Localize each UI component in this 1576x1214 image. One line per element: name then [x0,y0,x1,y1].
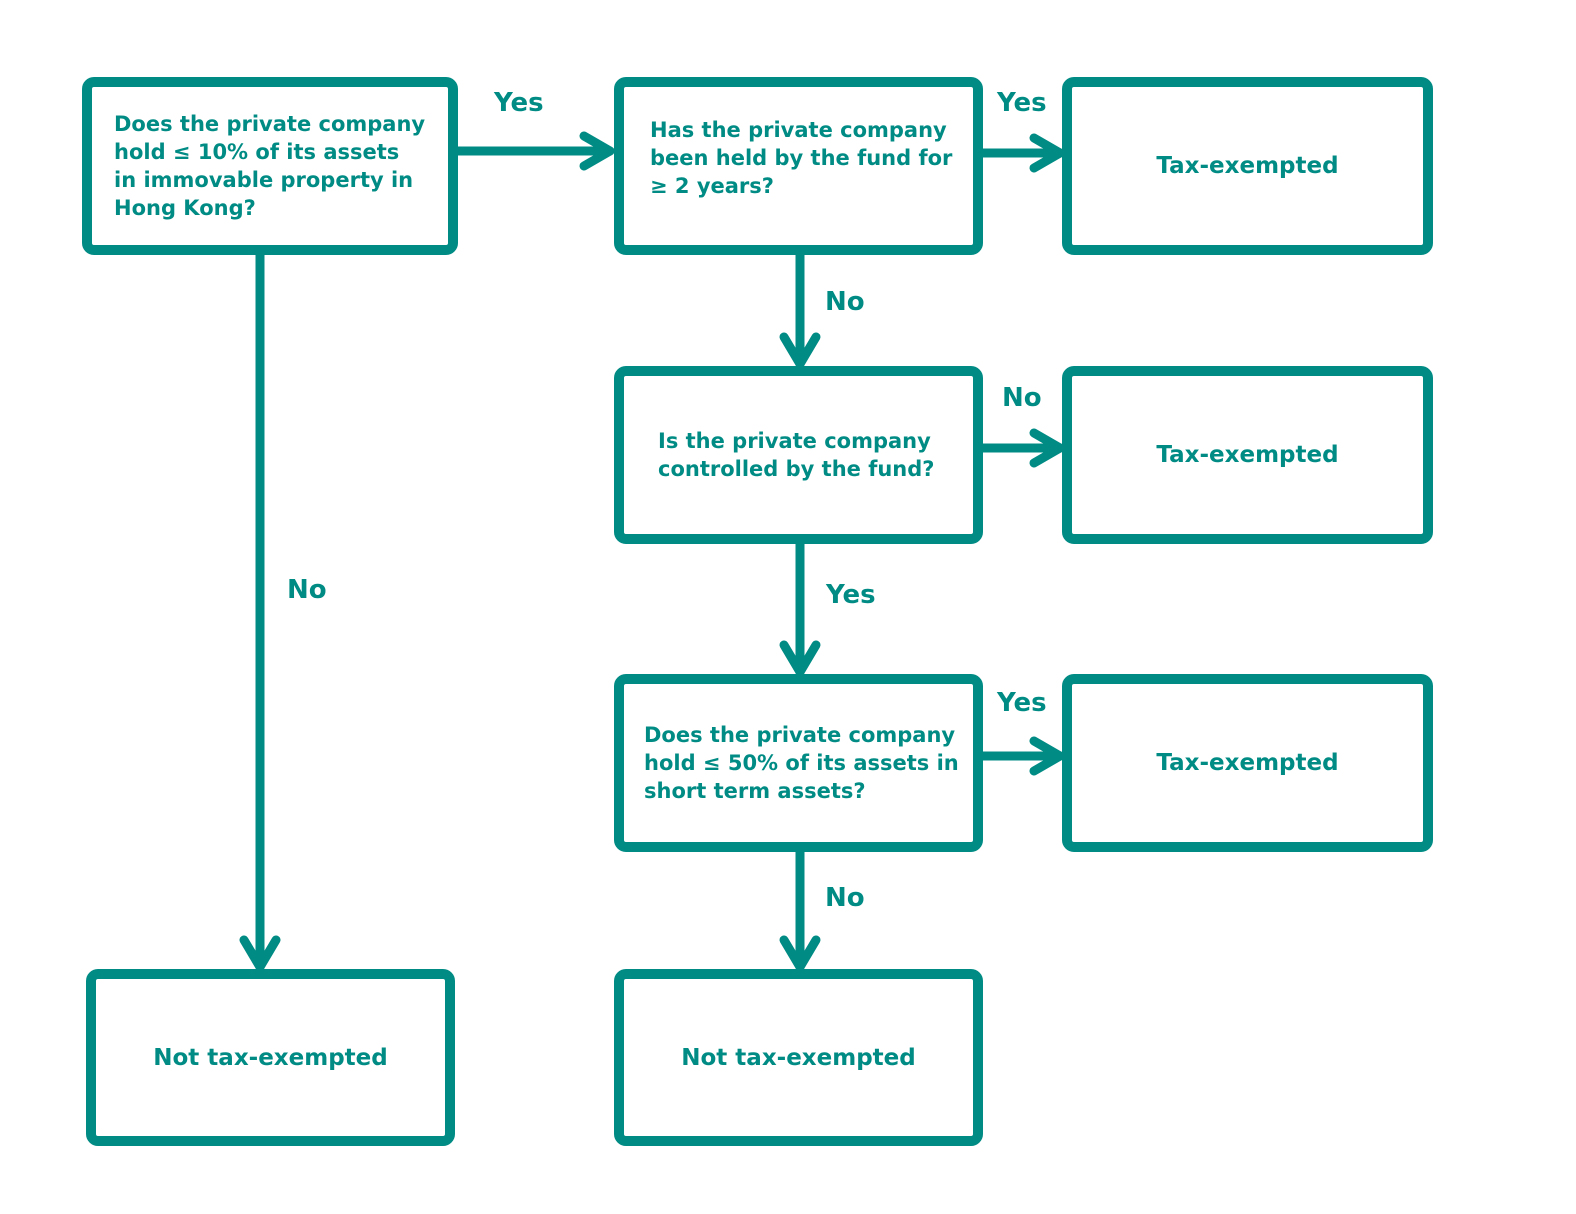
arrowhead-q1-to-q2 [579,131,615,171]
question-controlled-by-fund-text: Is the private company controlled by the… [658,429,935,481]
arrowhead-q3-to-exempt-2 [1029,428,1065,468]
outcome-tax-exempted-1-text: Tax-exempted [1156,153,1339,179]
edge-label-q2-yes: Yes [997,88,1047,118]
arrowhead-q1-to-not-exempt-1 [239,935,281,972]
arrowhead-q3-to-q4 [779,640,821,677]
outcome-not-tax-exempted-1: Not tax-exempted [86,969,455,1146]
question-short-term-assets: Does the private company hold ≤ 50% of i… [614,674,983,852]
outcome-tax-exempted-3-text: Tax-exempted [1156,750,1339,776]
edge-label-q2-no: No [825,287,865,317]
edge-label-q3-no: No [1002,383,1042,413]
outcome-not-tax-exempted-2: Not tax-exempted [614,969,983,1146]
question-controlled-by-fund: Is the private company controlled by the… [614,366,983,544]
edge-label-q4-yes: Yes [997,688,1047,718]
question-immovable-property-text: Does the private company hold ≤ 10% of i… [114,112,426,220]
outcome-tax-exempted-1: Tax-exempted [1062,77,1433,255]
question-holding-period-text: Has the private company been held by the… [650,118,953,198]
question-short-term-assets-text: Does the private company hold ≤ 50% of i… [644,723,959,803]
edge-label-q1-yes: Yes [494,88,544,118]
arrowhead-q4-to-exempt-3 [1029,736,1065,776]
edge-label-q3-yes: Yes [826,580,876,610]
arrowhead-q2-to-exempt-1 [1029,133,1065,173]
outcome-not-tax-exempted-1-text: Not tax-exempted [153,1044,388,1071]
outcome-tax-exempted-2: Tax-exempted [1062,366,1433,544]
edge-label-q4-no: No [825,883,865,913]
outcome-tax-exempted-2-text: Tax-exempted [1156,442,1339,468]
question-holding-period: Has the private company been held by the… [614,77,983,255]
outcome-tax-exempted-3: Tax-exempted [1062,674,1433,852]
arrowhead-q4-to-not-exempt-2 [779,935,821,972]
question-immovable-property: Does the private company hold ≤ 10% of i… [82,77,458,255]
edge-label-q1-no: No [287,575,327,605]
outcome-not-tax-exempted-2-text: Not tax-exempted [681,1044,916,1071]
arrowhead-q2-to-q3 [779,332,821,369]
